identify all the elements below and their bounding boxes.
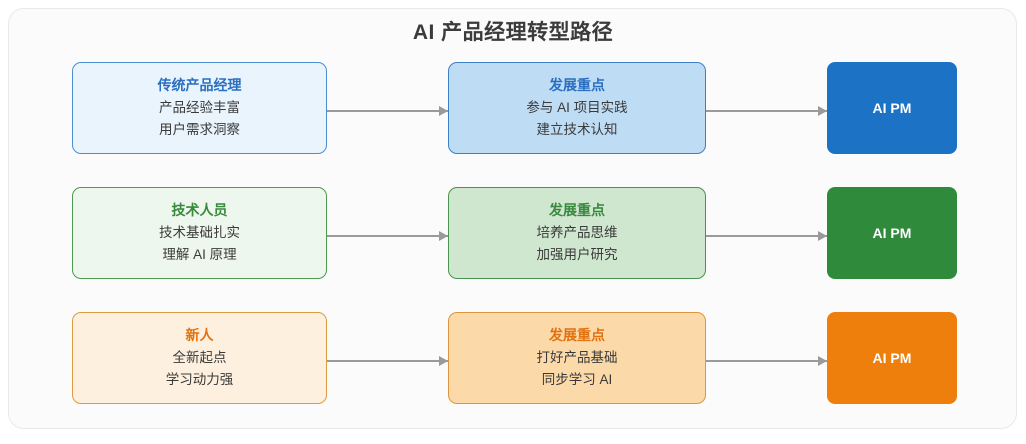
path-row-engineer: 技术人员 技术基础扎实 理解 AI 原理 发展重点 培养产品思维 加强用户研究 … <box>0 187 1026 279</box>
node-result-label: AI PM <box>872 100 912 116</box>
node-line: 参与 AI 项目实践 <box>526 99 628 115</box>
arrow-connector-icon <box>327 106 448 116</box>
node-line: 建立技术认知 <box>536 121 618 137</box>
node-line: 产品经验丰富 <box>159 99 240 115</box>
arrow-connector-icon <box>327 231 448 241</box>
node-line: 加强用户研究 <box>536 246 618 262</box>
node-line: 技术基础扎实 <box>159 224 240 240</box>
arrow-connector-icon <box>706 231 827 241</box>
page-title: AI 产品经理转型路径 <box>412 21 614 44</box>
arrow-connector-icon <box>706 106 827 116</box>
arrowhead-icon <box>818 356 827 366</box>
node-line: 全新起点 <box>172 349 227 365</box>
node-start-row3[interactable]: 新人 全新起点 学习动力强 <box>72 312 327 404</box>
node-title: 传统产品经理 <box>157 77 242 94</box>
node-title: 发展重点 <box>549 77 605 94</box>
node-result-label: AI PM <box>872 225 912 241</box>
node-result-row2[interactable]: AI PM <box>827 187 957 279</box>
path-row-newcomer: 新人 全新起点 学习动力强 发展重点 打好产品基础 同步学习 AI AI PM <box>0 312 1026 404</box>
node-line: 打好产品基础 <box>536 349 618 365</box>
node-title: 技术人员 <box>171 202 228 219</box>
node-title: 发展重点 <box>549 202 605 219</box>
arrowhead-icon <box>439 231 448 241</box>
node-line: 同步学习 AI <box>541 371 613 387</box>
connector-line <box>327 235 448 237</box>
node-line: 理解 AI 原理 <box>162 246 237 262</box>
node-result-row1[interactable]: AI PM <box>827 62 957 154</box>
connector-line <box>706 235 827 237</box>
node-line: 学习动力强 <box>165 371 234 387</box>
node-result-label: AI PM <box>872 350 912 366</box>
node-title: 发展重点 <box>549 327 605 344</box>
arrow-connector-icon <box>327 356 448 366</box>
arrow-connector-icon <box>706 356 827 366</box>
node-start-row2[interactable]: 技术人员 技术基础扎实 理解 AI 原理 <box>72 187 327 279</box>
connector-line <box>706 360 827 362</box>
arrowhead-icon <box>818 106 827 116</box>
connector-line <box>706 110 827 112</box>
arrowhead-icon <box>818 231 827 241</box>
node-focus-row3[interactable]: 发展重点 打好产品基础 同步学习 AI <box>448 312 706 404</box>
node-start-row1[interactable]: 传统产品经理 产品经验丰富 用户需求洞察 <box>72 62 327 154</box>
connector-line <box>327 360 448 362</box>
node-line: 用户需求洞察 <box>159 121 240 137</box>
node-line: 培养产品思维 <box>536 224 618 240</box>
connector-line <box>327 110 448 112</box>
node-title: 新人 <box>185 327 214 344</box>
node-result-row3[interactable]: AI PM <box>827 312 957 404</box>
arrowhead-icon <box>439 106 448 116</box>
arrowhead-icon <box>439 356 448 366</box>
node-focus-row2[interactable]: 发展重点 培养产品思维 加强用户研究 <box>448 187 706 279</box>
node-focus-row1[interactable]: 发展重点 参与 AI 项目实践 建立技术认知 <box>448 62 706 154</box>
path-row-traditional-pm: 传统产品经理 产品经验丰富 用户需求洞察 发展重点 参与 AI 项目实践 建立技… <box>0 62 1026 154</box>
